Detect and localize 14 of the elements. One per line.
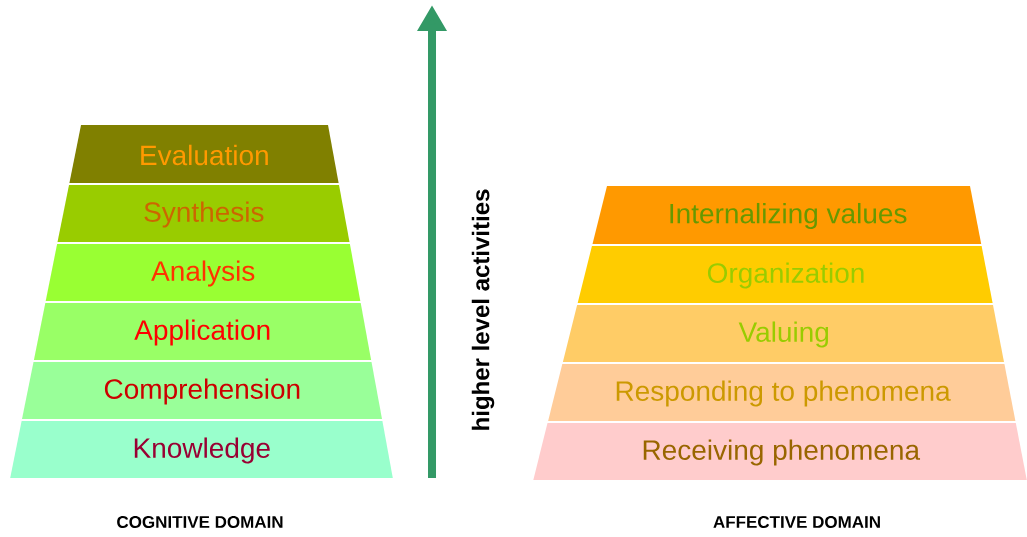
pyramid-band: Receiving phenomena	[533, 423, 1027, 480]
domain-title: COGNITIVE DOMAIN	[117, 515, 283, 528]
pyramid-band: Internalizing values	[592, 186, 982, 244]
pyramid-band: Valuing	[562, 305, 1004, 362]
domain-title: AFFECTIVE DOMAIN	[713, 515, 880, 528]
pyramid-band: Synthesis	[57, 185, 350, 242]
pyramid-band: Organization	[577, 246, 993, 303]
pyramid-band: Application	[33, 303, 372, 360]
pyramid-band: Evaluation	[69, 125, 339, 183]
pyramid-band: Analysis	[45, 244, 361, 301]
axis-label: higher level activities	[471, 189, 495, 430]
pyramid-band: Comprehension	[22, 362, 382, 419]
pyramid-band: Knowledge	[10, 421, 393, 478]
pyramid-band: Responding to phenomena	[548, 364, 1016, 421]
